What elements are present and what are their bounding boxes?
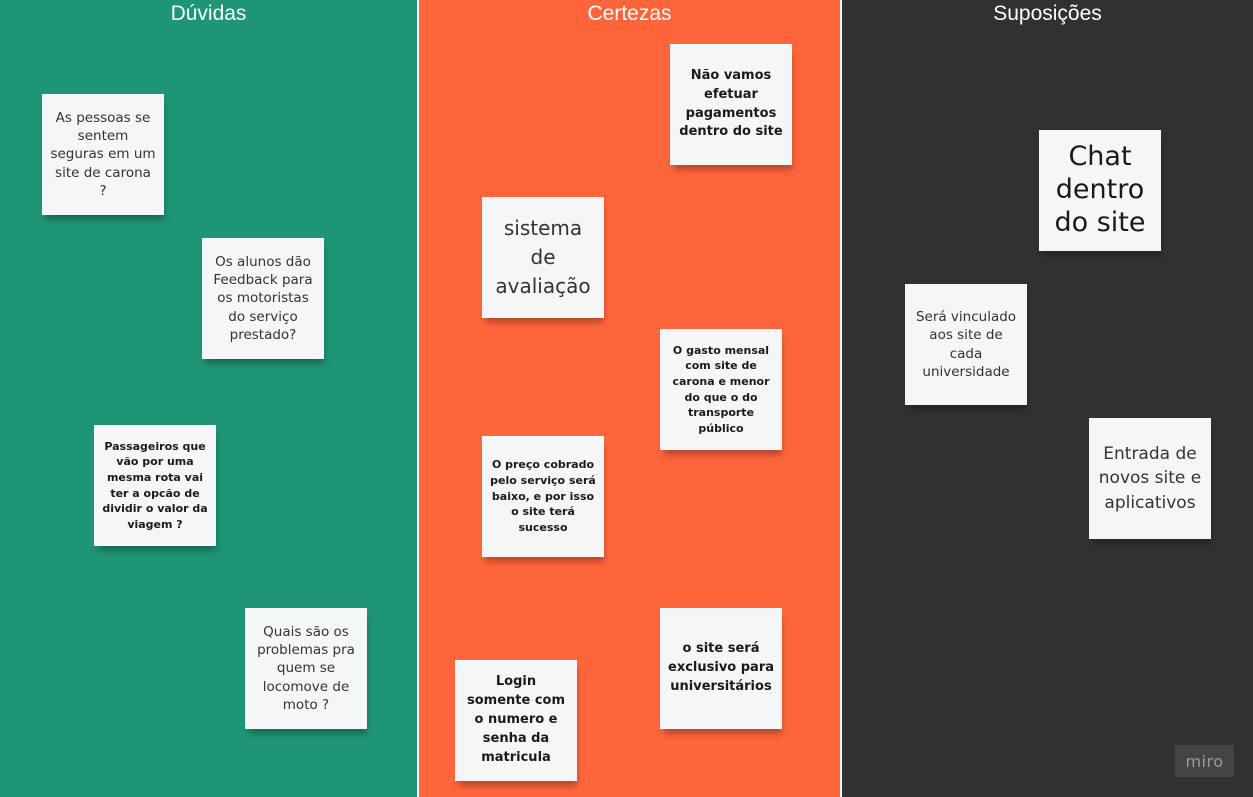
sticky-note-certeza-gasto-mensal[interactable]: O gasto mensal com site de carona e meno… (660, 329, 782, 450)
sticky-note-suposicao-chat[interactable]: Chat dentro do site (1039, 130, 1161, 251)
sticky-note-duvida-moto[interactable]: Quais são os problemas pra quem se locom… (245, 608, 367, 729)
sticky-note-text: Quais são os problemas pra quem se locom… (257, 623, 355, 713)
sticky-note-text: O gasto mensal com site de carona e meno… (672, 343, 770, 435)
miro-logo-text: miro (1185, 751, 1224, 771)
column-suposicoes[interactable]: Suposições (842, 0, 1253, 797)
sticky-note-text: O preço cobrado pelo serviço será baixo,… (490, 458, 596, 534)
sticky-note-certeza-preco[interactable]: O preço cobrado pelo serviço será baixo,… (482, 436, 604, 557)
sticky-note-text: Login somente com o numero e senha da ma… (466, 674, 566, 765)
column-title-duvidas: Dúvidas (170, 2, 247, 25)
column-title-suposicoes: Suposições (993, 2, 1102, 25)
sticky-note-suposicao-vinculado[interactable]: Será vinculado aos site de cada universi… (905, 284, 1027, 405)
sticky-note-duvida-feedback[interactable]: Os alunos dão Feedback para os motorista… (202, 238, 324, 359)
sticky-note-text: Será vinculado aos site de cada universi… (915, 309, 1017, 380)
sticky-note-certeza-pagamentos[interactable]: Não vamos efetuar pagamentos dentro do s… (670, 44, 792, 165)
sticky-note-text: Entrada de novos site e aplicativos (1098, 443, 1202, 513)
miro-logo: miro (1175, 745, 1234, 777)
sticky-note-text: As pessoas se sentem seguras em um site … (50, 109, 156, 199)
sticky-note-certeza-login[interactable]: Login somente com o numero e senha da ma… (455, 660, 577, 781)
sticky-note-duvida-seguranca[interactable]: As pessoas se sentem seguras em um site … (42, 94, 164, 215)
sticky-note-duvida-dividir-valor[interactable]: Passageiros que vão por uma mesma rota v… (94, 425, 216, 546)
sticky-note-text: Os alunos dão Feedback para os motorista… (213, 253, 313, 343)
sticky-note-certeza-exclusivo[interactable]: o site será exclusivo para universitário… (660, 608, 782, 729)
sticky-note-text: Não vamos efetuar pagamentos dentro do s… (679, 67, 783, 140)
sticky-note-suposicao-entrada[interactable]: Entrada de novos site e aplicativos (1089, 418, 1211, 539)
sticky-note-text: sistema de avaliação (495, 216, 591, 298)
column-title-certezas: Certezas (587, 2, 672, 25)
sticky-note-certeza-avaliacao[interactable]: sistema de avaliação (482, 197, 604, 318)
sticky-note-text: Chat dentro do site (1054, 141, 1146, 238)
sticky-note-text: o site será exclusivo para universitário… (668, 641, 775, 694)
sticky-note-text: Passageiros que vão por uma mesma rota v… (102, 439, 208, 531)
